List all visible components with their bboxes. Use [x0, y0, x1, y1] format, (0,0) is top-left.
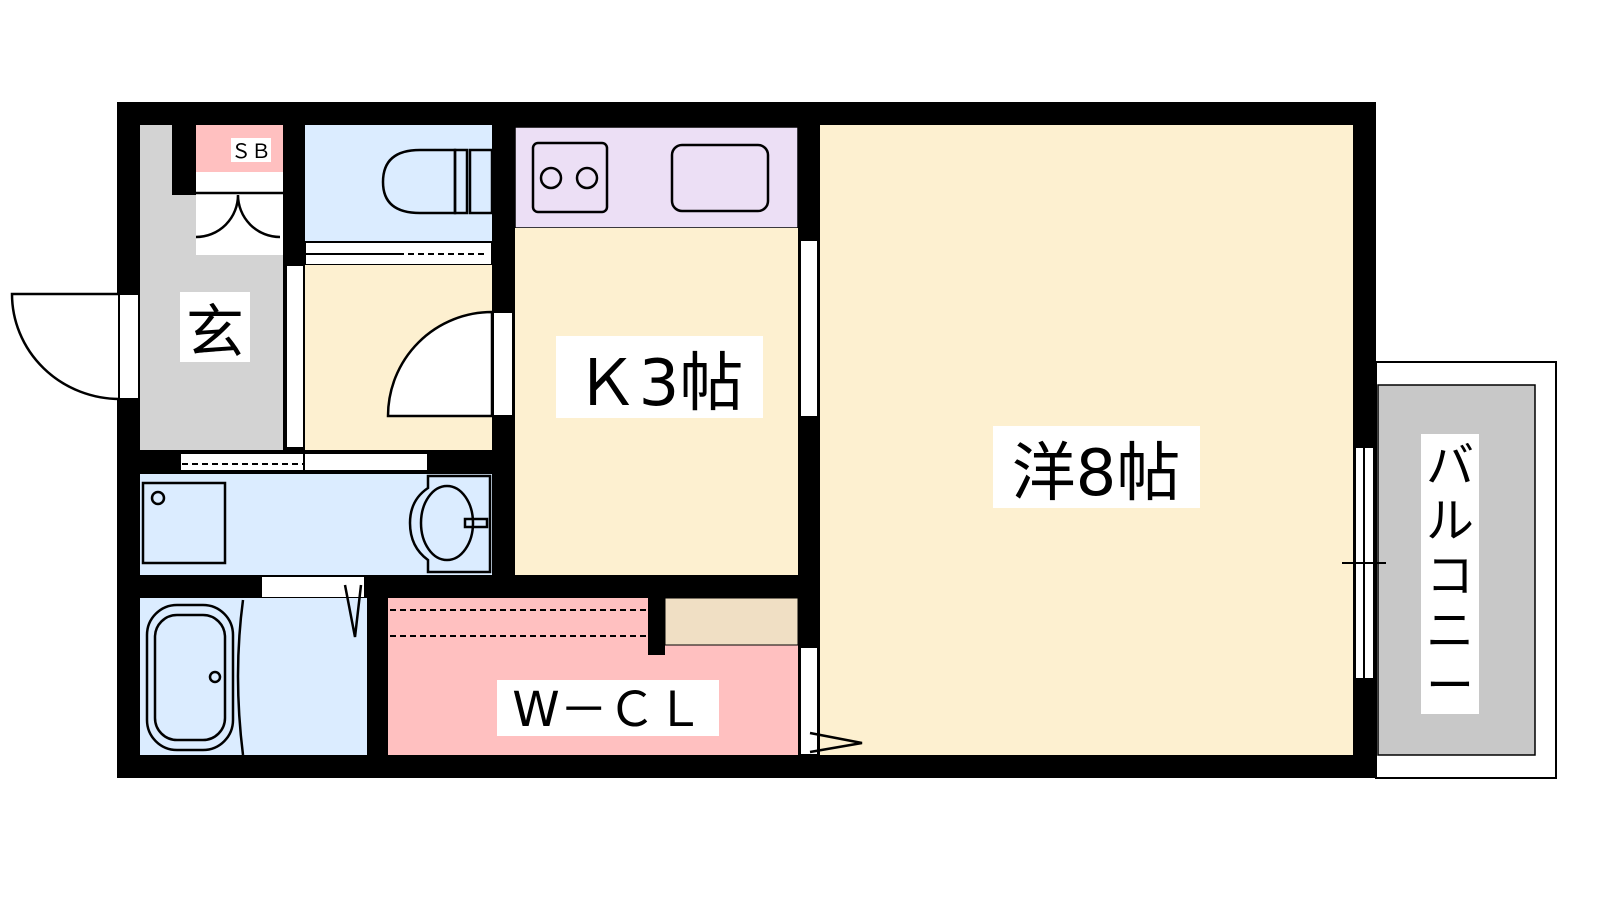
front-door[interactable]	[10, 292, 121, 401]
washroom	[140, 474, 492, 575]
closet-shelf	[664, 597, 799, 646]
washbasin-icon	[408, 474, 492, 574]
svg-text:ル: ル	[1426, 493, 1474, 549]
entrance-label: 玄	[186, 298, 244, 366]
svg-text:ニ: ニ	[1426, 603, 1474, 659]
shoe-box-doors	[196, 172, 283, 255]
bath-door[interactable]	[262, 577, 364, 597]
bathroom	[140, 598, 367, 755]
kitchen-room-door[interactable]	[799, 239, 819, 418]
sink-icon	[670, 143, 770, 213]
svg-text:ー: ー	[1426, 658, 1474, 714]
kitchen-door[interactable]	[386, 310, 494, 418]
closet-door[interactable]	[799, 646, 819, 756]
washing-machine-icon	[141, 481, 227, 565]
western-room-label: 洋8帖	[1012, 437, 1181, 511]
balcony-label: バ ル コ ニ ー	[1426, 438, 1474, 714]
toilet-room	[305, 125, 492, 242]
bathtub-icon	[145, 603, 235, 752]
shoe-box-label: ＳＢ	[231, 139, 271, 163]
walk-in-closet-label: W－ＣＬ	[512, 682, 703, 738]
svg-text:コ: コ	[1426, 548, 1474, 604]
toilet-icon	[381, 148, 457, 215]
entrance-hall-door[interactable]	[285, 264, 305, 449]
svg-text:バ: バ	[1426, 438, 1474, 494]
kitchen-label: Ｋ3帖	[575, 347, 744, 421]
stove-icon	[531, 141, 609, 214]
